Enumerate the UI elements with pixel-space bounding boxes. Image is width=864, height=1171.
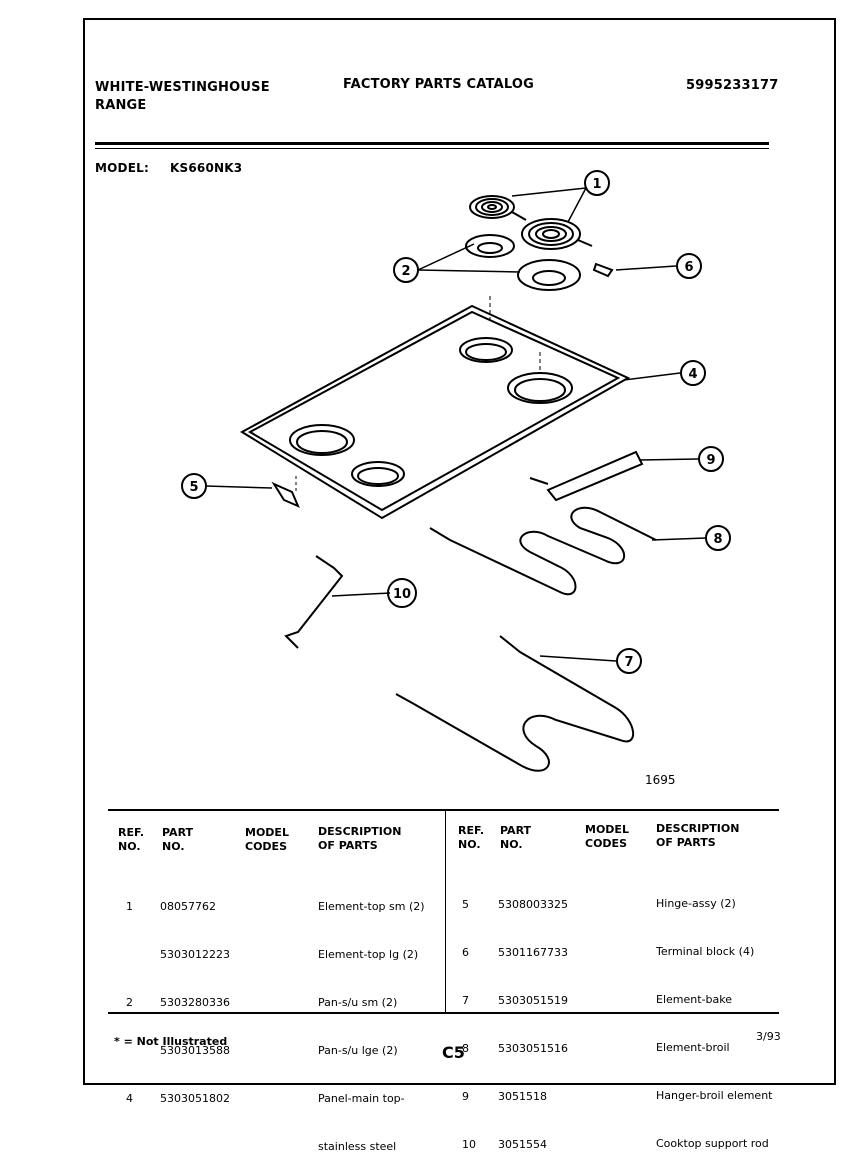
callout-2: 2 [401, 264, 410, 279]
table-cell: Terminal block (4) [656, 945, 755, 958]
callout-7: 7 [624, 655, 633, 670]
left-desc-column: Element-top sm (2) Element-top lg (2) Pa… [318, 867, 425, 1171]
table-cell: Element-top sm (2) [318, 900, 425, 913]
element-broil [429, 506, 657, 596]
table-cell: 5303280336 [160, 996, 230, 1009]
table-cell: stainless steel [318, 1140, 397, 1153]
table-cell: 5303051802 [160, 1092, 230, 1105]
table-cell: 3051554 [498, 1138, 547, 1151]
callout-4: 4 [688, 367, 697, 382]
brand-line1: WHITE-WESTINGHOUSE [95, 80, 270, 95]
page-border [83, 18, 836, 1085]
right-ref-column: 5 6 7 8 9 10 [462, 865, 476, 1169]
model-label: MODEL: [95, 161, 149, 175]
table-cell: 5303012223 [160, 948, 230, 961]
table-cell: 08057762 [160, 900, 216, 913]
callout-8: 8 [713, 532, 722, 547]
drawing-number: 1695 [645, 773, 676, 787]
hanger-broil-element [546, 450, 644, 502]
model-value: KS660NK3 [170, 161, 243, 175]
table-top-rule [108, 809, 779, 811]
table-cell: 5 [462, 898, 469, 911]
not-illustrated-note: * = Not Illustrated [114, 1035, 228, 1048]
element-bake [395, 635, 635, 772]
element-top-large [521, 218, 593, 250]
main-top-panel [240, 296, 631, 520]
right-part-column: 5308003325 5301167733 5303051519 5303051… [498, 865, 568, 1169]
callout-9: 9 [706, 453, 715, 468]
table-cell: Cooktop support rod [656, 1137, 769, 1150]
right-header-ref: REF.NO. [458, 824, 485, 851]
table-cell: Panel-main top- [318, 1092, 405, 1105]
table-cell: 5303013588 [160, 1044, 230, 1057]
table-cell: 9 [462, 1090, 469, 1103]
table-bottom-rule [108, 1012, 779, 1014]
right-desc-column: Hinge-assy (2) Terminal block (4) Elemen… [656, 864, 772, 1168]
header-rule-thin [95, 148, 769, 149]
table-cell: 7 [462, 994, 469, 1007]
terminal-block [592, 262, 614, 278]
brand-line2: RANGE [95, 98, 147, 113]
table-cell: 8 [462, 1042, 469, 1055]
header-rule-thick [95, 142, 769, 145]
callout-1: 1 [592, 177, 601, 192]
hinge-assy [271, 481, 300, 508]
catalog-number: 5995233177 [686, 78, 779, 93]
table-cell: Element-broil [656, 1041, 730, 1054]
table-center-divider [445, 811, 446, 1014]
drip-pan-large [517, 259, 581, 291]
table-cell: Hanger-broil element [656, 1089, 773, 1102]
element-top-small [469, 195, 527, 221]
table-cell: Pan-s/u lge (2) [318, 1044, 398, 1057]
table-cell: Element-top lg (2) [318, 948, 419, 961]
table-cell: 5303051516 [498, 1042, 568, 1055]
table-cell: 3051518 [498, 1090, 547, 1103]
drip-pan-small [465, 234, 515, 258]
table-cell [126, 947, 133, 963]
table-cell: 10 [462, 1138, 476, 1151]
table-cell: Pan-s/u sm (2) [318, 996, 398, 1009]
callout-10: 10 [393, 587, 411, 602]
callout-5: 5 [189, 480, 198, 495]
table-cell: Hinge-assy (2) [656, 897, 736, 910]
catalog-title: FACTORY PARTS CATALOG [343, 77, 534, 92]
table-cell: 2 [126, 996, 133, 1009]
table-cell: 5301167733 [498, 946, 568, 959]
table-cell: 5303051519 [498, 994, 568, 1007]
callout-6: 6 [684, 260, 693, 275]
left-header-ref: REF.NO. [118, 826, 145, 853]
date-code: 3/93 [756, 1030, 781, 1043]
left-ref-column: 1 2 4 [126, 867, 133, 1123]
table-cell: 4 [126, 1092, 133, 1105]
page-code: C5 [442, 1043, 465, 1062]
table-cell: 6 [462, 946, 469, 959]
left-part-column: 08057762 5303012223 5303280336 530301358… [160, 867, 230, 1123]
table-cell: Element-bake [656, 993, 732, 1006]
table-cell: 5308003325 [498, 898, 568, 911]
table-cell: 1 [126, 900, 133, 913]
cooktop-support-rod [284, 555, 344, 649]
exploded-parts-diagram: 1 2 4 5 6 7 8 9 10 1695 [181, 170, 731, 787]
